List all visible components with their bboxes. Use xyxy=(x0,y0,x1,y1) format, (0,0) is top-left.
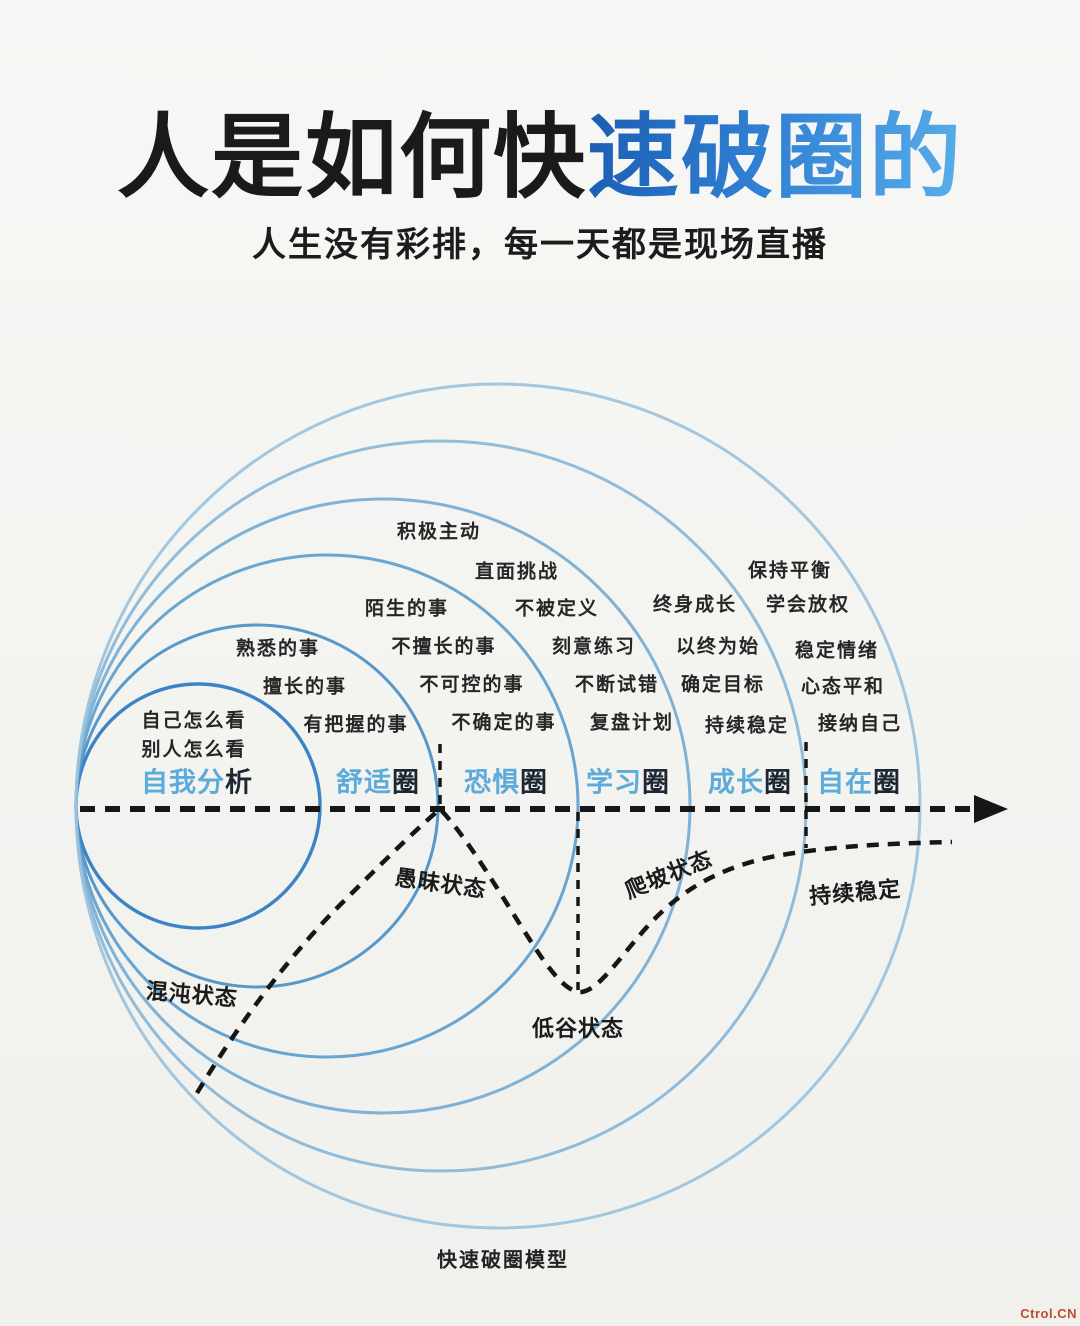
title-blue-part: 速破圈的 xyxy=(587,107,964,209)
page-title: 人是如何快速破圈的 xyxy=(0,112,1080,204)
zone-circle xyxy=(74,553,580,1059)
axis-arrowhead-icon xyxy=(974,795,1008,823)
page-subtitle: 人生没有彩排，每一天都是现场直播 xyxy=(252,226,828,264)
header: 人是如何快速破圈的 人生没有彩排，每一天都是现场直播 xyxy=(0,112,1080,262)
diagram-caption: 快速破圈模型 xyxy=(437,1249,569,1272)
growth-curve xyxy=(195,805,953,1095)
watermark: Ctrol.CN xyxy=(1020,1306,1077,1321)
title-black-part: 人是如何快 xyxy=(116,107,587,209)
